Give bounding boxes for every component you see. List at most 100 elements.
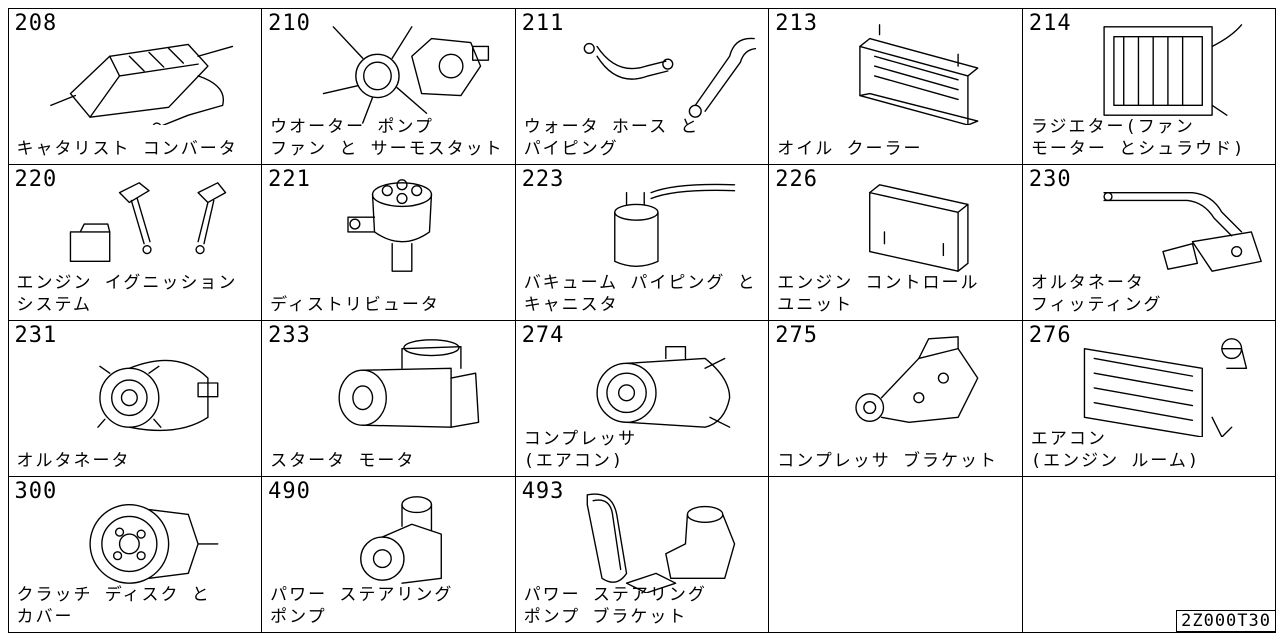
- part-label: オルタネータ: [17, 450, 131, 472]
- part-label-line: (エアコン): [523, 450, 625, 471]
- part-label-line: コンプレッサ: [523, 428, 638, 449]
- part-label-line: エンジン イグニッション: [16, 272, 238, 293]
- part-label-line: ファン と サーモスタット: [270, 138, 504, 159]
- part-group-213[interactable]: 213 オイル クーラー: [768, 7, 1023, 165]
- part-number: 221: [268, 166, 311, 192]
- part-number: 233: [268, 322, 311, 348]
- part-number: 231: [14, 322, 58, 348]
- part-label: ウォータ ホース とパイピング: [524, 116, 700, 160]
- part-group-230[interactable]: 230 オルタネータフィッティング: [1021, 163, 1277, 321]
- catalog-code: 2Z000T30: [1176, 610, 1276, 632]
- clutch-disc-icon: [49, 485, 249, 593]
- part-label-line: パイピング: [523, 138, 619, 159]
- part-group-214[interactable]: 214 ラジエター(ファンモーター とシュラウド): [1021, 7, 1277, 165]
- part-number: 275: [775, 322, 819, 348]
- part-number: 493: [521, 478, 565, 504]
- part-label: ラジエター(ファンモーター とシュラウド): [1031, 116, 1245, 160]
- part-label-line: ディストリビュータ: [270, 294, 440, 315]
- part-group-275[interactable]: 275 コンプレッサ ブラケット: [768, 319, 1023, 477]
- part-number: 226: [775, 166, 819, 192]
- part-group-300[interactable]: 300 クラッチ ディスク とカバー: [7, 475, 263, 633]
- control-unit-icon: [809, 173, 1009, 281]
- part-number: 211: [521, 10, 565, 36]
- part-label: コンプレッサ(エアコン): [524, 428, 638, 472]
- part-label: エンジン コントロールユニット: [777, 272, 979, 316]
- part-label: パワー ステアリングポンプ: [270, 584, 453, 628]
- part-label-line: オルタネータ: [16, 450, 131, 471]
- part-label-line: ユニット: [777, 294, 854, 315]
- part-label: パワー ステアリングポンプ ブラケット: [524, 584, 707, 628]
- catalytic-converter-icon: [49, 17, 249, 132]
- part-label: オイル クーラー: [777, 138, 922, 160]
- part-label-line: エアコン: [1030, 428, 1107, 449]
- part-label-line: (エンジン ルーム): [1030, 450, 1201, 471]
- canister-icon: [556, 173, 756, 281]
- part-label-line: キャニスタ: [523, 294, 619, 315]
- part-label-line: オイル クーラー: [777, 138, 923, 159]
- ignition-coil-icon: [49, 173, 249, 281]
- part-label: スタータ モータ: [270, 450, 415, 472]
- part-number: 220: [14, 166, 58, 192]
- part-number: 214: [1028, 10, 1072, 36]
- compressor-bracket-icon: [809, 329, 1009, 437]
- part-label: オルタネータフィッティング: [1031, 272, 1163, 316]
- part-label-line: フィッティング: [1030, 294, 1163, 315]
- oil-cooler-icon: [809, 17, 1009, 126]
- part-group-220[interactable]: 220 エンジン イグニッションシステム: [7, 163, 263, 321]
- alternator-bracket-icon: [1063, 173, 1263, 281]
- part-number: 276: [1028, 322, 1072, 348]
- part-label-line: クラッチ ディスク と: [16, 584, 211, 605]
- part-number: 490: [268, 478, 311, 504]
- part-number: 213: [775, 10, 819, 36]
- condenser-icon: [1063, 329, 1263, 438]
- distributor-icon: [302, 173, 502, 281]
- part-label-line: パワー ステアリング: [523, 584, 707, 605]
- pump-bracket-icon: [556, 485, 756, 594]
- part-group-221[interactable]: 221 ディストリビュータ: [261, 163, 516, 321]
- part-label: ウオーター ポンプファン と サーモスタット: [270, 116, 503, 160]
- part-number: 208: [14, 10, 58, 36]
- part-label: バキューム パイピング とキャニスタ: [524, 272, 757, 316]
- part-label: エンジン イグニッションシステム: [17, 272, 238, 316]
- part-group-210[interactable]: 210 ウオーター ポンプファン と サーモスタット: [261, 7, 516, 165]
- part-label-line: キャタリスト コンバータ: [16, 138, 238, 159]
- part-label-line: スタータ モータ: [270, 450, 416, 471]
- water-hose-icon: [556, 17, 759, 125]
- part-group-231[interactable]: 231 オルタネータ: [7, 319, 263, 477]
- part-group-493[interactable]: 493 パワー ステアリングポンプ ブラケット: [514, 475, 770, 633]
- empty-cell: [768, 475, 1023, 633]
- alternator-icon: [49, 329, 249, 437]
- part-label-line: ラジエター(ファン: [1030, 116, 1195, 137]
- part-group-233[interactable]: 233 スタータ モータ: [261, 319, 516, 477]
- part-label-line: ウォータ ホース と: [523, 116, 700, 137]
- part-label-line: ポンプ ブラケット: [523, 606, 688, 627]
- water-pump-fan-icon: [302, 17, 502, 125]
- power-steering-pump-icon: [302, 485, 502, 593]
- part-number: 300: [14, 478, 58, 504]
- part-label-line: ウオーター ポンプ: [270, 116, 434, 137]
- part-label-line: エンジン コントロール: [777, 272, 980, 293]
- part-group-490[interactable]: 490 パワー ステアリングポンプ: [261, 475, 516, 633]
- radiator-icon: [1063, 17, 1263, 125]
- part-label-line: パワー ステアリング: [270, 584, 454, 605]
- part-group-274[interactable]: 274 コンプレッサ(エアコン): [514, 319, 770, 477]
- starter-motor-icon: [302, 329, 502, 437]
- part-group-223[interactable]: 223 バキューム パイピング とキャニスタ: [514, 163, 770, 321]
- part-number: 223: [521, 166, 565, 192]
- part-label-line: ポンプ: [270, 606, 327, 627]
- part-label-line: システム: [16, 294, 92, 315]
- part-group-226[interactable]: 226 エンジン コントロールユニット: [768, 163, 1023, 321]
- part-label: コンプレッサ ブラケット: [777, 450, 998, 472]
- part-group-211[interactable]: 211 ウォータ ホース とパイピング: [514, 7, 770, 165]
- part-label-line: モーター とシュラウド): [1030, 138, 1246, 159]
- part-label: クラッチ ディスク とカバー: [17, 584, 211, 628]
- part-label-line: コンプレッサ ブラケット: [777, 450, 999, 471]
- part-group-208[interactable]: 208 キャタリスト コンバータ: [7, 7, 263, 165]
- part-number: 230: [1028, 166, 1072, 192]
- empty-cell: [1021, 475, 1277, 633]
- part-number: 210: [268, 10, 311, 36]
- part-number: 274: [521, 322, 565, 348]
- part-label: エアコン(エンジン ルーム): [1031, 428, 1200, 472]
- part-group-276[interactable]: 276 エアコン(エンジン ルーム): [1021, 319, 1277, 477]
- part-label: ディストリビュータ: [270, 294, 440, 316]
